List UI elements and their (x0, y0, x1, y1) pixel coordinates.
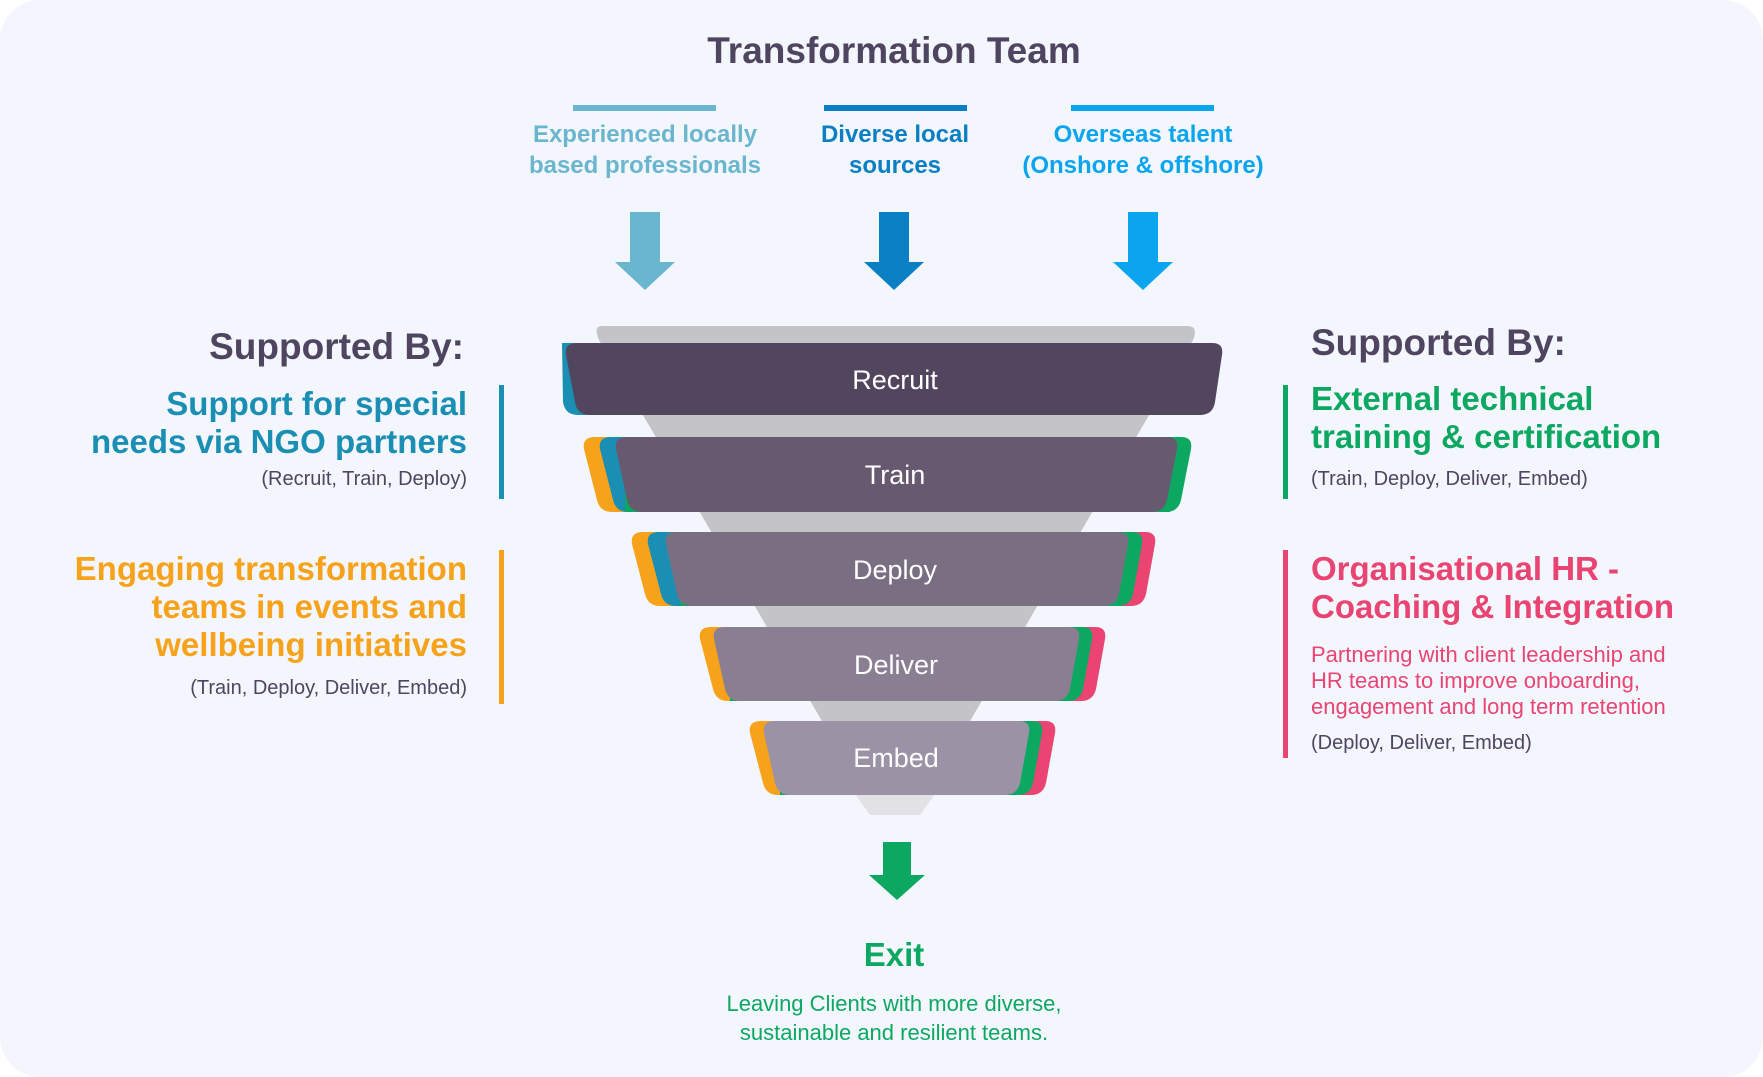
right-divider (1283, 385, 1288, 499)
exit-description-line: Leaving Clients with more diverse, (726, 991, 1062, 1016)
support-item-title-line: training & certification (1311, 418, 1662, 455)
stage-bar-embed (763, 721, 1030, 795)
support-item-stages: (Train, Deploy, Deliver, Embed) (1311, 468, 1588, 490)
support-item-description-line: Partnering with client leadership and (1311, 642, 1666, 667)
exit-description-line: sustainable and resilient teams. (739, 1020, 1049, 1045)
source-bar (1071, 105, 1214, 111)
page-title: Transformation Team (707, 30, 1081, 71)
arrow-down-icon (615, 212, 675, 290)
stage-bar-train (615, 437, 1178, 512)
support-item-title-line: Organisational HR - (1311, 550, 1620, 587)
source-label-line: Diverse local (820, 121, 970, 148)
arrow-down-icon (864, 212, 924, 290)
stage-label-deliver: Deliver (853, 650, 939, 680)
source-label-line: Experienced locally (532, 121, 758, 148)
stage-label-deploy: Deploy (852, 555, 938, 585)
stage-bar-deploy (665, 532, 1129, 606)
left-supported-by-heading: Supported By: (209, 326, 464, 367)
stage-bar-recruit (565, 343, 1223, 415)
stage-label-recruit: Recruit (852, 365, 938, 395)
support-item-title-line: External technical (1311, 380, 1594, 417)
stage-bar-deliver (713, 627, 1080, 701)
support-item-stages: (Train, Deploy, Deliver, Embed) (190, 677, 467, 699)
source-bar (824, 105, 967, 111)
source-label-line: based professionals (528, 152, 762, 179)
source-label-line: (Onshore & offshore) (1022, 152, 1264, 179)
support-item-title-line: Coaching & Integration (1311, 588, 1674, 625)
support-item-description: Partnering with client leadership and HR… (1311, 642, 1751, 720)
support-item-description-line: engagement and long term retention (1311, 694, 1666, 719)
left-divider (499, 550, 504, 704)
support-item-stages: (Deploy, Deliver, Embed) (1311, 732, 1532, 754)
stage-label-train: Train (864, 460, 926, 490)
support-item-title-line: wellbeing initiatives (155, 626, 467, 663)
support-item-title-line: needs via NGO partners (91, 423, 467, 460)
support-item-title-line: Engaging transformation (74, 550, 467, 587)
source-label-line: Overseas talent (1053, 121, 1233, 148)
source-label: Diverse local sources (755, 119, 1035, 181)
source-label-line: sources (848, 152, 942, 179)
source-label: Experienced locally based professionals (505, 119, 785, 181)
right-supported-by-heading: Supported By: (1311, 322, 1566, 363)
arrow-down-icon (1113, 212, 1173, 290)
support-item-description-line: HR teams to improve onboarding, (1311, 668, 1640, 693)
support-item-title-line: Support for special (166, 385, 467, 422)
support-item-title-line: teams in events and (151, 588, 467, 625)
support-item-title: External technical training & certificat… (1311, 380, 1731, 456)
exit-title: Exit (863, 936, 925, 973)
stage-label-embed: Embed (853, 743, 939, 773)
source-bar (573, 105, 716, 111)
support-item-stages: (Recruit, Train, Deploy) (261, 468, 467, 490)
support-item-title: Organisational HR - Coaching & Integrati… (1311, 550, 1751, 626)
exit-description: Leaving Clients with more diverse, susta… (594, 989, 1194, 1047)
source-label: Overseas talent (Onshore & offshore) (1003, 119, 1283, 181)
support-item-title: Engaging transformation teams in events … (40, 550, 467, 664)
support-item-title: Support for special needs via NGO partne… (60, 385, 467, 461)
right-divider (1283, 550, 1288, 758)
arrow-down-icon (869, 842, 925, 900)
left-divider (499, 385, 504, 499)
